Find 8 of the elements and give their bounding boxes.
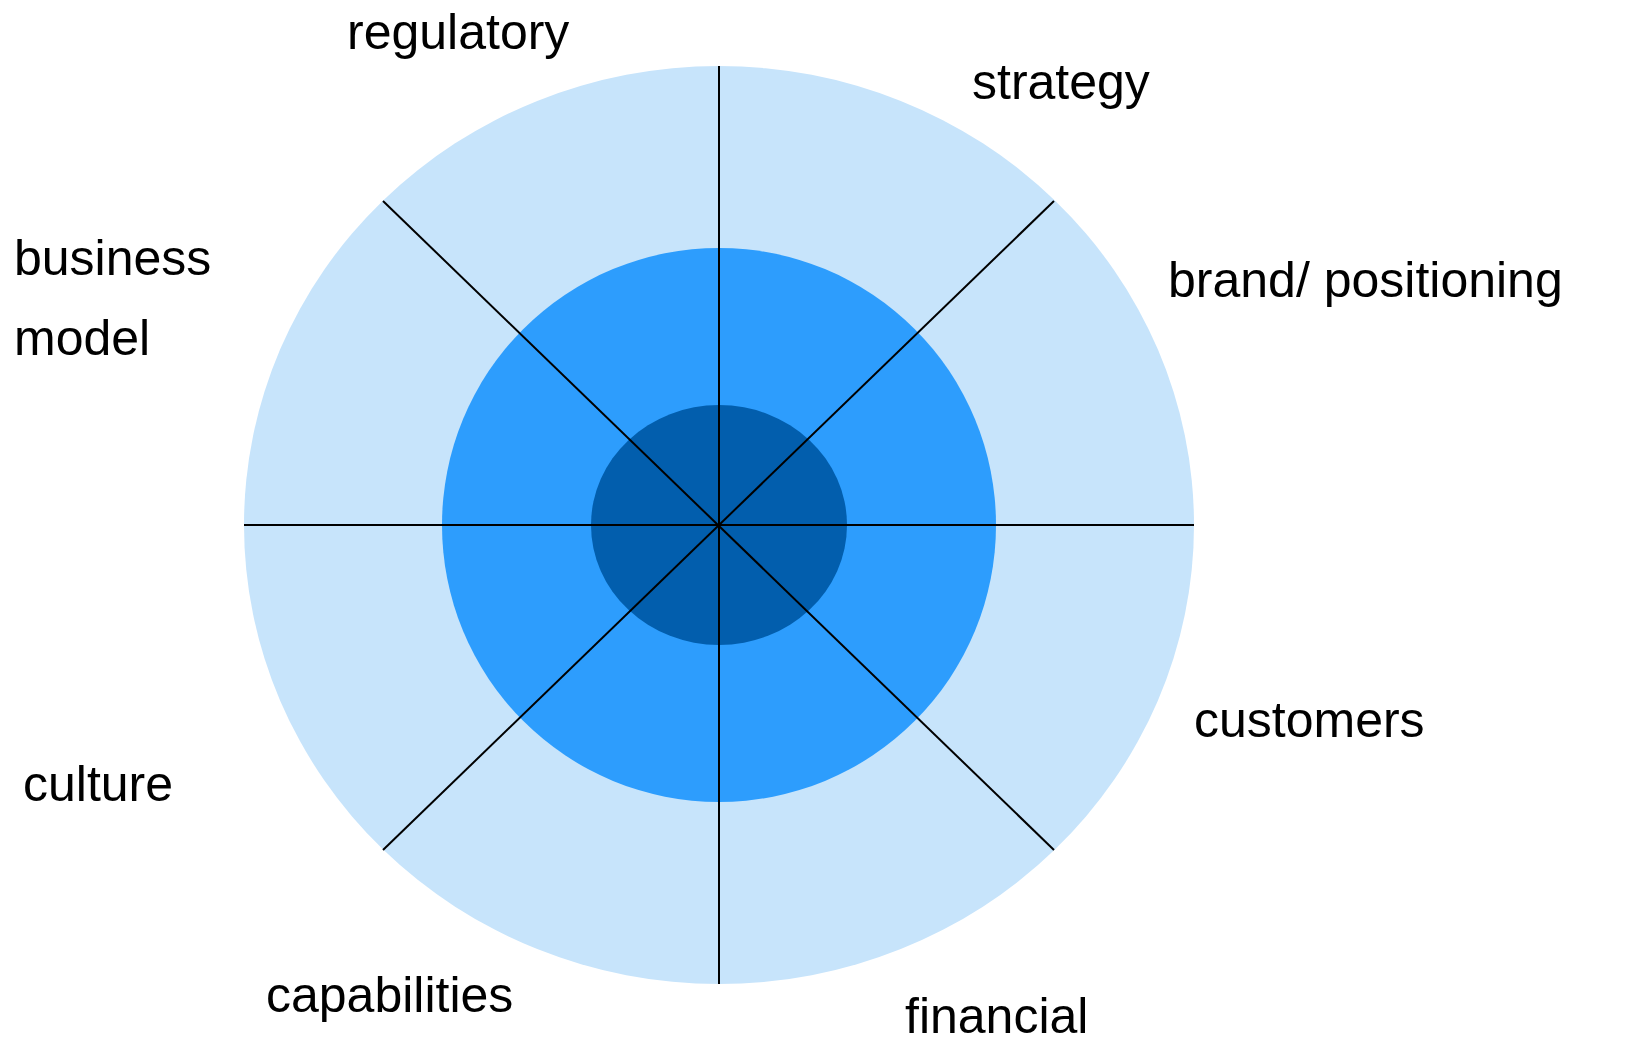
sector-label: customers (1194, 691, 1425, 750)
sector-label: regulatory (347, 3, 570, 62)
sector-label: strategy (972, 53, 1150, 112)
sector-label: capabilities (266, 966, 514, 1025)
sector-label: brand/ positioning (1168, 251, 1563, 310)
sector-label: financial (905, 987, 1089, 1042)
sector-label: culture (23, 755, 174, 814)
sector-label: business model (14, 229, 213, 368)
